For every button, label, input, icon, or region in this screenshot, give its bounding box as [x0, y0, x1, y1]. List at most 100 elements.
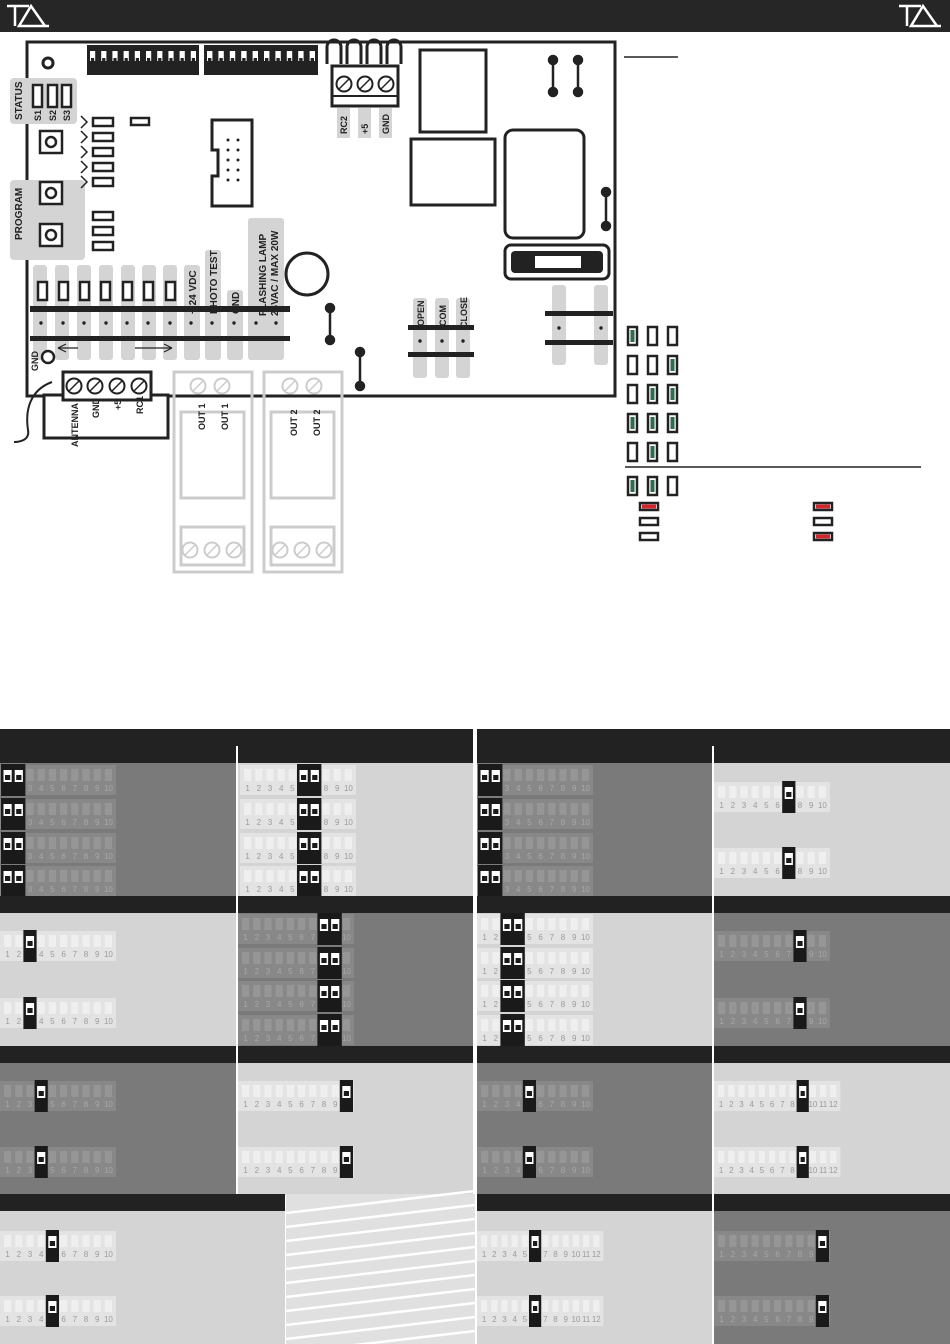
dip-switch: 12345678910	[477, 1146, 593, 1178]
dip-number: 2	[257, 784, 262, 793]
dip-number: 8	[561, 852, 566, 861]
dip-number: 3	[266, 933, 271, 942]
dip-number: 12	[592, 1315, 601, 1324]
dip-number: 8	[322, 1166, 327, 1175]
dip-number: 8	[561, 1000, 566, 1009]
panel-header-bar	[238, 1046, 473, 1063]
dip-number: 2	[494, 1100, 499, 1109]
dip-number: 9	[335, 818, 340, 827]
dip-number: 7	[787, 1017, 792, 1026]
dip-number: 5	[760, 1166, 765, 1175]
dip-number: 8	[798, 801, 803, 810]
dip-number: 5	[527, 784, 532, 793]
relay-2	[409, 137, 497, 207]
dip-number: 4	[277, 1100, 282, 1109]
dip-number: 5	[764, 1017, 769, 1026]
dip-number: 6	[775, 1250, 780, 1259]
dip-number: 2	[731, 1017, 736, 1026]
label-flashing-lamp-rating: 24VAC / MAX 20W	[270, 230, 281, 316]
panel-header-bar	[238, 746, 473, 763]
dip-number: 6	[538, 852, 543, 861]
dip-number: 8	[790, 1100, 795, 1109]
label-antenna-gnd: GND	[91, 398, 101, 419]
dip-number: 3	[505, 784, 510, 793]
status-led-s1	[31, 83, 44, 109]
dip-number: 2	[17, 1315, 22, 1324]
program-title: PROGRAM	[14, 188, 25, 240]
dip-number: 8	[84, 1250, 89, 1259]
dip-number: 1	[719, 1250, 724, 1259]
dip-number: 10	[818, 950, 827, 959]
dip-number: 7	[311, 933, 316, 942]
dip-number: 10	[581, 1000, 590, 1009]
dip-number: 5	[290, 852, 295, 861]
dip-number: 1	[719, 1315, 724, 1324]
dip-number: 4	[279, 852, 284, 861]
program-button-2[interactable]	[38, 222, 64, 248]
dip-switch: 12345678910	[714, 781, 830, 813]
dip-switch: 12345678910	[0, 1080, 116, 1112]
dip-number: 6	[299, 1000, 304, 1009]
dip-switch: 12345678910	[477, 913, 593, 945]
dip-number: 6	[538, 967, 543, 976]
dip-switch: 12345678910	[240, 798, 356, 830]
dip-number: 7	[550, 885, 555, 894]
dip-number: 6	[775, 1315, 780, 1324]
status-label-s2: S2	[48, 110, 58, 121]
dip-number: 7	[550, 967, 555, 976]
dip-number: 4	[516, 784, 521, 793]
dip-number: 7	[543, 1250, 548, 1259]
status-label-s3: S3	[62, 110, 72, 121]
dip-number: 8	[324, 784, 329, 793]
dip-number: 1	[719, 801, 724, 810]
dip-number: 10	[581, 784, 590, 793]
dip-number: 3	[268, 818, 273, 827]
capacitor	[503, 128, 586, 240]
label-out1-a: OUT 1	[197, 403, 207, 430]
dip-number: 3	[266, 1166, 271, 1175]
dip-number: 5	[527, 885, 532, 894]
dip-number: 6	[538, 885, 543, 894]
dip-number: 4	[749, 1166, 754, 1175]
dip-number: 3	[505, 1166, 510, 1175]
dip-number: 8	[561, 1034, 566, 1043]
dip-number: 12	[829, 1100, 838, 1109]
panel-header-bar	[0, 1194, 285, 1211]
dip-number: 1	[243, 1000, 248, 1009]
dip-number: 6	[299, 1166, 304, 1175]
panel-header-bar	[477, 1194, 712, 1211]
dip-number: 5	[527, 933, 532, 942]
dip-number: 1	[482, 1000, 487, 1009]
dip-number: 7	[73, 1315, 78, 1324]
dip-number: 4	[39, 885, 44, 894]
dip-number: 8	[84, 885, 89, 894]
dip-number: 8	[798, 867, 803, 876]
dip-number: 9	[572, 818, 577, 827]
dip-number: 4	[277, 1034, 282, 1043]
dip-number: 8	[798, 1250, 803, 1259]
dip-number: 1	[482, 1315, 487, 1324]
dip-number: 4	[279, 818, 284, 827]
program-button-1[interactable]	[38, 180, 64, 206]
dip-number: 9	[563, 1315, 568, 1324]
dip-number: 9	[95, 818, 100, 827]
dip-number: 9	[333, 1100, 338, 1109]
dip-number: 4	[279, 885, 284, 894]
dip-switch: 12345678910	[477, 1080, 593, 1112]
dip-number: 10	[104, 1315, 113, 1324]
panel-header-bar	[477, 896, 712, 913]
dip-number: 10	[342, 1034, 351, 1043]
label-antenna: ANTENNA	[70, 403, 80, 447]
dip-number: 4	[277, 1000, 282, 1009]
dip-number: 5	[527, 852, 532, 861]
dip-number: 6	[61, 1315, 66, 1324]
dip-number: 4	[512, 1315, 517, 1324]
panel-header-bar	[0, 1046, 236, 1063]
dip-number: 4	[753, 950, 758, 959]
dip-number: 9	[572, 967, 577, 976]
dip-number: 3	[505, 1100, 510, 1109]
dip-number: 7	[780, 1166, 785, 1175]
push-button[interactable]	[38, 129, 64, 155]
dip-number: 5	[527, 1034, 532, 1043]
dip-number: 5	[50, 1017, 55, 1026]
